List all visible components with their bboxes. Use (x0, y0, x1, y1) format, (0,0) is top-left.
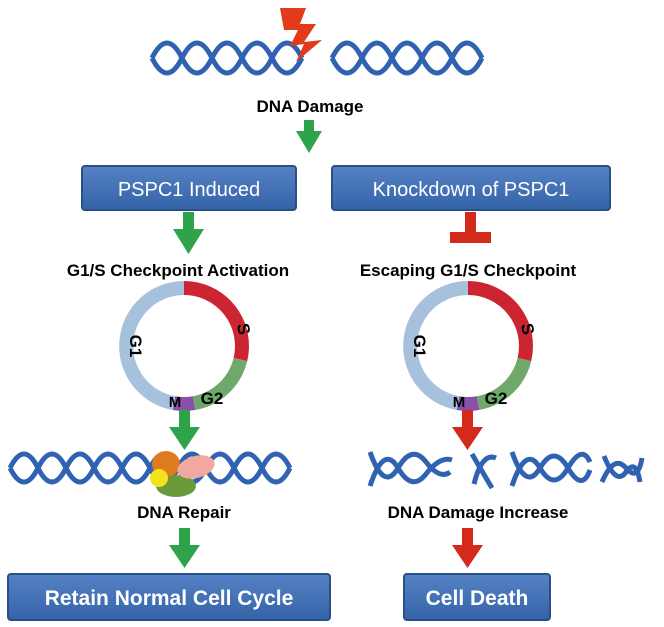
cell-cycle-ring-right (403, 281, 533, 411)
svg-text:Cell Death: Cell Death (426, 587, 529, 610)
arrow-left-to-result-icon (169, 528, 200, 568)
cell-death-box: Cell Death (403, 573, 551, 621)
arrow-left-to-checkpoint-icon (173, 212, 204, 254)
knockdown-pspc1-box: Knockdown of PSPC1 (331, 165, 611, 211)
inhibition-bar-right-icon (450, 212, 491, 243)
svg-text:Knockdown of PSPC1: Knockdown of PSPC1 (373, 179, 570, 201)
cycle-right-g2: G2 (485, 389, 508, 408)
cycle-left-g1: G1 (126, 335, 145, 358)
broken-dna-helix (367, 451, 645, 490)
arrow-dna-damage-down-icon (296, 120, 322, 153)
cycle-left-g2: G2 (201, 389, 224, 408)
dna-damage-increase-label: DNA Damage Increase (388, 503, 569, 522)
g1s-activation-label: G1/S Checkpoint Activation (67, 261, 289, 280)
svg-text:PSPC1 Induced: PSPC1 Induced (118, 179, 260, 201)
svg-text:Retain Normal Cell Cycle: Retain Normal Cell Cycle (45, 587, 294, 610)
arrow-right-to-damage-icon (452, 410, 483, 450)
escaping-g1s-label: Escaping G1/S Checkpoint (360, 261, 577, 280)
cycle-left-m: M (169, 394, 182, 411)
lightning-bolt-icon (280, 8, 322, 62)
cell-cycle-ring-left (119, 281, 249, 411)
dna-damage-label: DNA Damage (256, 97, 363, 116)
dna-repair-label: DNA Repair (137, 503, 231, 522)
retain-normal-cycle-box: Retain Normal Cell Cycle (7, 573, 331, 621)
arrow-left-to-repair-icon (169, 410, 200, 450)
cycle-right-m: M (453, 394, 466, 411)
arrow-right-to-result-icon (452, 528, 483, 568)
repair-proteins-icon (150, 451, 215, 497)
repair-dna-helix (7, 451, 293, 485)
cycle-right-s: S (517, 322, 538, 336)
cycle-right-g1: G1 (410, 335, 429, 358)
top-dna-helix (149, 40, 485, 76)
pspc1-induced-box: PSPC1 Induced (81, 165, 297, 211)
cycle-left-s: S (233, 322, 254, 336)
